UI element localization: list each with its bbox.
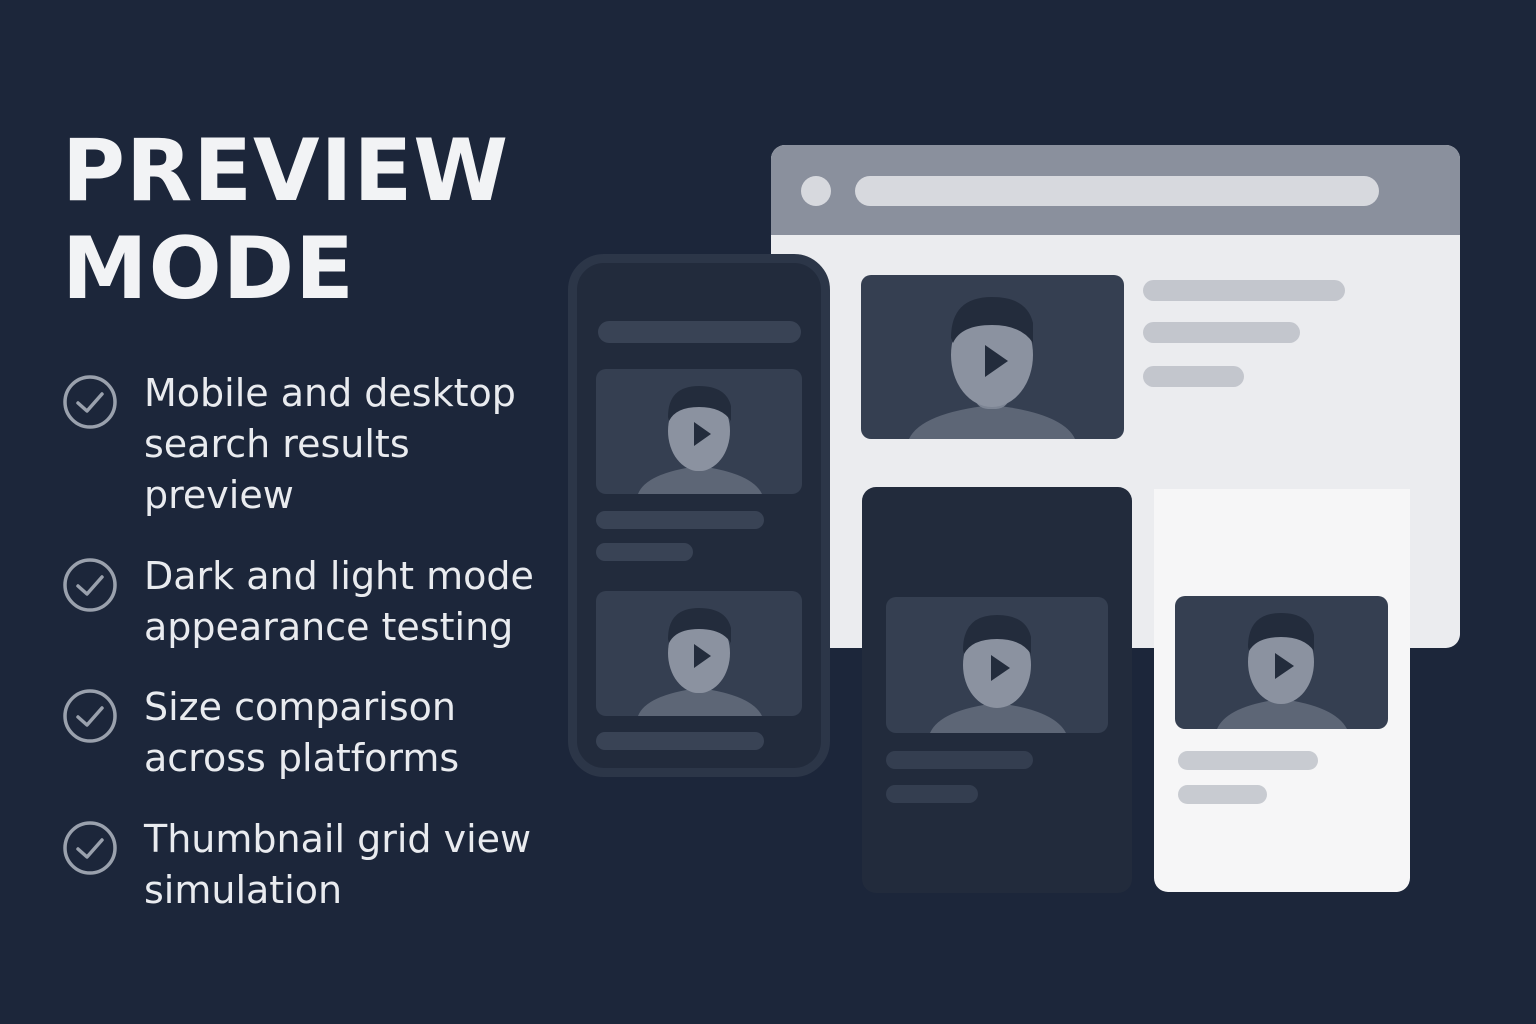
feature-line: Size comparison — [144, 685, 456, 729]
feature-line: across platforms — [144, 736, 460, 780]
feature-line: Dark and light mode — [144, 554, 534, 598]
text-placeholder — [596, 543, 693, 561]
browser-toolbar — [771, 145, 1460, 235]
browser-address-bar — [855, 176, 1379, 206]
text-placeholder — [1178, 785, 1267, 804]
video-thumbnail-icon — [596, 369, 802, 494]
feature-text: Thumbnail grid view simulation — [144, 814, 564, 916]
check-circle-icon — [63, 375, 117, 429]
video-thumbnail-icon — [596, 591, 802, 716]
feature-text: Dark and light mode appearance testing — [144, 551, 564, 653]
text-placeholder — [1178, 751, 1318, 770]
check-circle-icon — [63, 689, 117, 743]
dark-mode-card — [862, 487, 1132, 893]
feature-line: simulation — [144, 868, 343, 912]
feature-text: Size comparison across platforms — [144, 682, 564, 784]
check-circle-icon — [63, 558, 117, 612]
light-mode-card — [1154, 489, 1410, 892]
title-line-2: MODE — [62, 219, 355, 319]
text-placeholder — [596, 511, 764, 529]
check-circle-icon — [63, 821, 117, 875]
feature-line: preview — [144, 473, 294, 517]
text-placeholder — [886, 785, 978, 803]
text-placeholder — [1143, 322, 1300, 343]
video-thumbnail-icon — [886, 597, 1108, 733]
text-placeholder — [886, 751, 1033, 769]
feature-text: Mobile and desktop search results previe… — [144, 368, 564, 521]
text-placeholder — [1143, 366, 1244, 387]
video-thumbnail-icon — [1175, 596, 1388, 729]
video-thumbnail-icon — [861, 275, 1124, 439]
title-line-1: PREVIEW — [62, 121, 510, 221]
feature-line: search results — [144, 422, 410, 466]
page-title: PREVIEW MODE — [62, 122, 509, 318]
search-bar-placeholder — [598, 321, 801, 343]
text-placeholder — [596, 732, 764, 750]
feature-line: Thumbnail grid view — [144, 817, 532, 861]
feature-line: appearance testing — [144, 605, 514, 649]
feature-line: Mobile and desktop — [144, 371, 516, 415]
text-placeholder — [1143, 280, 1345, 301]
phone-frame — [568, 254, 830, 777]
browser-dot — [801, 176, 831, 206]
